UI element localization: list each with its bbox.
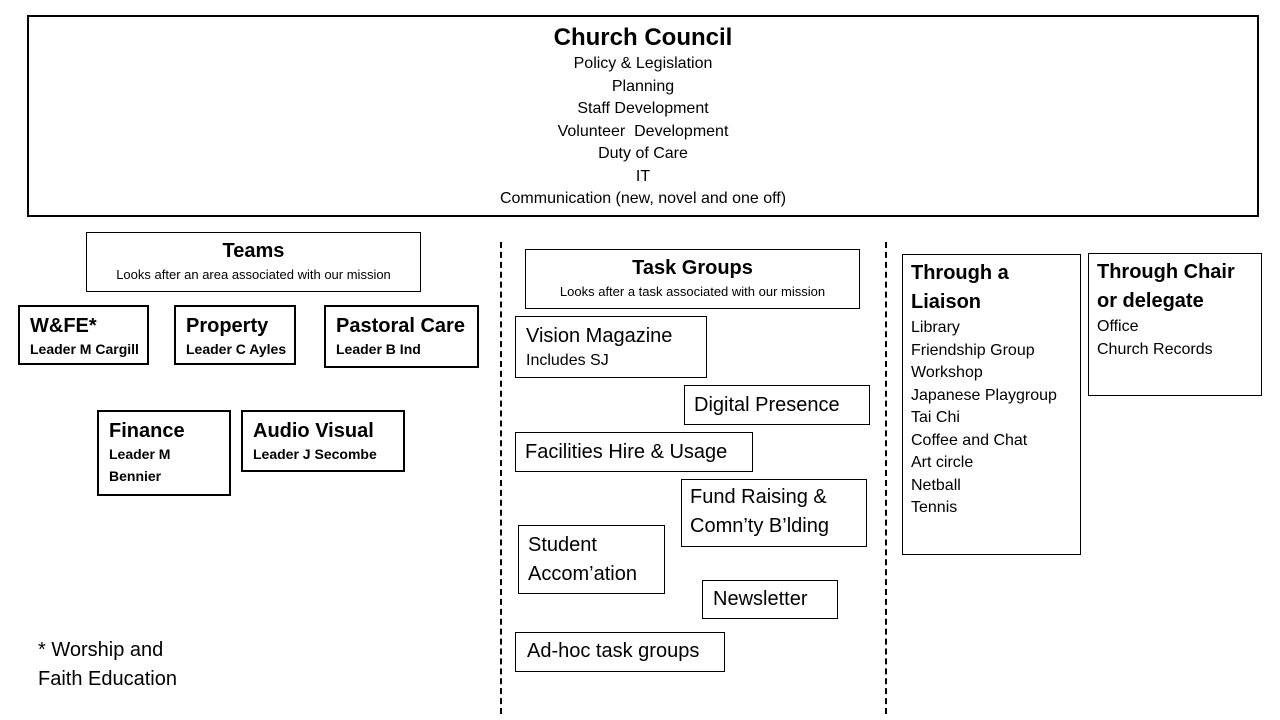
task-name: Fund Raising & Comn’ty B’lding	[690, 486, 829, 537]
liaison-item-coffee-and-chat: Coffee and Chat	[911, 431, 1028, 449]
team-name: Property	[186, 315, 269, 337]
team-pastoral-care: Pastoral Care Leader B Ind	[324, 305, 479, 368]
chair-item-church-records: Church Records	[1097, 340, 1213, 358]
teams-subtitle: Looks after an area associated with our …	[116, 267, 391, 282]
liaison-box: Through a Liaison Library Friendship Gro…	[902, 254, 1081, 555]
task-groups-header-box: Task Groups Looks after a task associate…	[525, 249, 860, 309]
council-item-staff: Staff Development	[577, 100, 709, 117]
team-name: Audio Visual	[253, 420, 374, 442]
team-name: W&FE*	[30, 315, 97, 337]
team-name: Pastoral Care	[336, 315, 465, 337]
liaison-item-japanese-playgroup: Japanese Playgroup	[911, 386, 1057, 404]
task-fund-raising: Fund Raising & Comn’ty B’lding	[681, 479, 867, 547]
chair-item-office: Office	[1097, 318, 1139, 335]
team-leader: Leader M Cargill	[30, 341, 139, 357]
task-groups-subtitle: Looks after a task associated with our m…	[559, 284, 826, 299]
task-newsletter: Newsletter	[702, 580, 838, 619]
task-facilities-hire: Facilities Hire & Usage	[515, 432, 753, 472]
chair-box: Through Chair or delegate Office Church …	[1088, 253, 1262, 396]
team-leader: Leader C Ayles	[186, 341, 287, 357]
teams-title: Teams	[222, 240, 285, 262]
task-student-accommodation: Student Accom’ation	[518, 525, 665, 594]
footnote: * Worship and Faith Education	[38, 639, 177, 690]
task-digital-presence: Digital Presence	[684, 385, 870, 425]
team-audio-visual: Audio Visual Leader J Secombe	[241, 410, 405, 472]
task-name: Digital Presence	[694, 394, 840, 416]
task-name: Newsletter	[713, 588, 808, 610]
task-vision-magazine: Vision Magazine Includes SJ	[515, 316, 707, 378]
divider-line-right	[885, 242, 887, 714]
chair-title: Through Chair or delegate	[1097, 261, 1235, 312]
liaison-item-netball: Netball	[911, 476, 961, 494]
liaison-item-library: Library	[911, 319, 960, 336]
team-leader: Leader M Bennier	[109, 446, 171, 484]
divider-line-left	[500, 242, 502, 714]
council-item-communication: Communication (new, novel and one off)	[499, 190, 787, 207]
liaison-item-friendship-group: Friendship Group	[911, 341, 1035, 359]
task-groups-title: Task Groups	[632, 257, 753, 279]
team-wfe: W&FE* Leader M Cargill	[18, 305, 149, 365]
church-council-title: Church Council	[553, 24, 733, 51]
task-note: Includes SJ	[526, 352, 609, 369]
council-item-planning: Planning	[611, 77, 675, 95]
task-name: Student Accom’ation	[528, 534, 637, 585]
liaison-item-art-circle: Art circle	[911, 454, 974, 471]
teams-header-box: Teams Looks after an area associated wit…	[86, 232, 421, 292]
council-item-duty-of-care: Duty of Care	[598, 145, 688, 162]
team-leader: Leader B Ind	[336, 341, 421, 357]
team-leader: Leader J Secombe	[253, 446, 377, 462]
task-name: Facilities Hire & Usage	[525, 441, 728, 463]
liaison-item-tennis: Tennis	[911, 499, 958, 516]
church-council-box: Church Council Policy & Legislation Plan…	[27, 15, 1259, 217]
liaison-item-workshop: Workshop	[911, 364, 983, 381]
liaison-title: Through a Liaison	[911, 262, 1009, 313]
team-finance: Finance Leader M Bennier	[97, 410, 231, 496]
task-name: Ad-hoc task groups	[527, 640, 700, 662]
team-name: Finance	[109, 420, 185, 442]
task-name: Vision Magazine	[526, 325, 673, 347]
team-property: Property Leader C Ayles	[174, 305, 296, 365]
council-item-it: IT	[635, 167, 651, 185]
council-item-policy: Policy & Legislation	[573, 55, 713, 72]
task-ad-hoc: Ad-hoc task groups	[515, 632, 725, 672]
liaison-item-tai-chi: Tai Chi	[911, 409, 960, 426]
council-item-volunteer: Volunteer Development	[557, 122, 729, 140]
